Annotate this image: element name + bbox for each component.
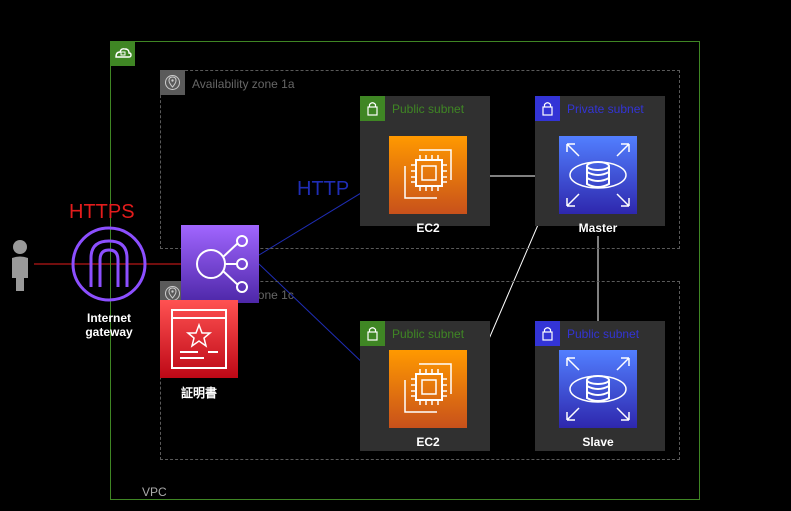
rds-master-icon[interactable] xyxy=(559,136,637,214)
ec2-c-label: EC2 xyxy=(416,435,440,449)
vpc-label: VPC xyxy=(142,485,167,499)
user-icon xyxy=(8,238,32,292)
certificate-icon[interactable] xyxy=(160,300,238,378)
public-subnet-label: Public subnet xyxy=(392,327,465,341)
ec2-a-label: EC2 xyxy=(416,221,440,235)
internet-gateway-icon[interactable] xyxy=(70,225,148,303)
vpc-cloud-icon xyxy=(110,41,135,66)
slave-label: Slave xyxy=(582,435,614,449)
certificate-label: 証明書 xyxy=(180,386,217,400)
lock-icon xyxy=(360,96,385,121)
availability-zone-1a xyxy=(160,70,680,249)
private-subnet-label: Private subnet xyxy=(567,102,644,116)
https-label: HTTPS xyxy=(69,201,135,223)
internet-gateway-label: Internet gateway xyxy=(85,311,133,339)
lock-icon xyxy=(360,321,385,346)
load-balancer-icon[interactable] xyxy=(181,225,259,303)
http-label: HTTP xyxy=(297,178,350,200)
vpc-container xyxy=(110,41,700,500)
availability-zone-1a-label: Availability zone 1a xyxy=(192,77,295,91)
rds-slave-icon[interactable] xyxy=(559,350,637,428)
public-subnet-1c: Public subnet xyxy=(360,321,490,451)
public-subnet-label: Public subnet xyxy=(392,102,465,116)
lock-icon xyxy=(535,96,560,121)
lock-icon xyxy=(535,321,560,346)
ec2-instance-icon[interactable] xyxy=(389,136,467,214)
db-subnet-label: Public subnet xyxy=(567,327,640,341)
ec2-instance-icon[interactable] xyxy=(389,350,467,428)
master-label: Master xyxy=(578,221,618,235)
location-pin-icon xyxy=(160,70,185,95)
